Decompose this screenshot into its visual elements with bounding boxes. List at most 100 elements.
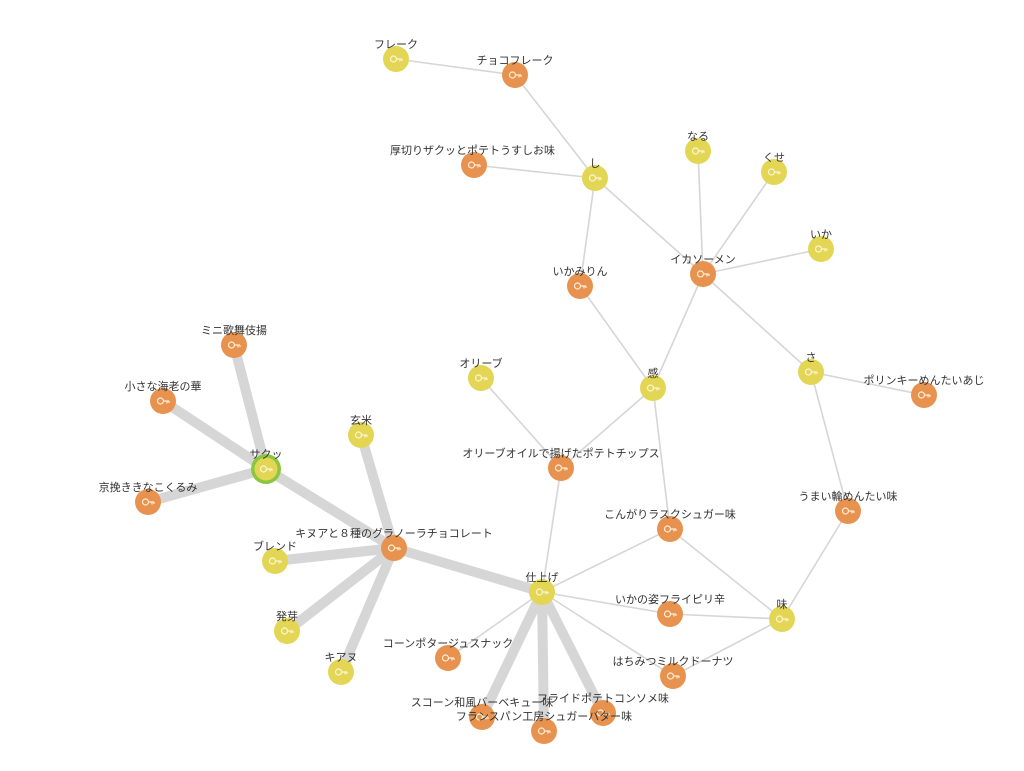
node-label: し: [590, 157, 601, 170]
node-label: 玄米: [350, 413, 372, 427]
edge-kinua-kinua8: [336, 543, 399, 677]
key-icon: [467, 161, 481, 169]
graph-node-kinua[interactable]: キアヌ: [325, 651, 358, 685]
key-icon: [508, 71, 522, 79]
graph-node-porinki[interactable]: ポリンキーめんたいあじ: [864, 374, 985, 408]
edge-ikasoumen-kan: [652, 273, 704, 389]
node-label: チョコフレーク: [477, 54, 554, 67]
key-icon: [156, 397, 170, 405]
key-icon: [646, 384, 660, 392]
graph-node-kyoage[interactable]: 京挽ききなこくるみ: [99, 480, 198, 515]
edge-kyoage-sakku: [143, 464, 271, 507]
edge-konggari-shiage: [541, 528, 671, 593]
node-label: コーンポタージュスナック: [383, 637, 513, 650]
graph-node-konggari[interactable]: こんがりラスクシュガー味: [604, 507, 736, 542]
edge-ikanosugata-aji: [669, 613, 783, 620]
graph-node-shiage[interactable]: 仕上げ: [526, 571, 559, 605]
graph-node-umaiwa[interactable]: うまい輪めんたい味: [799, 489, 898, 524]
node-label: ポリンキーめんたいあじ: [864, 374, 985, 387]
graph-node-ikamirin[interactable]: いかみりん: [553, 265, 608, 299]
edge-sa-porinki: [810, 371, 925, 396]
graph-node-chocoflake[interactable]: チョコフレーク: [477, 54, 554, 88]
node-label: くせ: [763, 151, 785, 164]
graph-node-atsugiri[interactable]: 厚切りザクッとポテトうすしお味: [390, 144, 555, 178]
node-label: ミニ歌舞伎揚: [201, 323, 267, 337]
graph-node-kuse[interactable]: くせ: [761, 151, 787, 185]
key-icon: [387, 544, 401, 552]
edge-shiage-cornpotage: [447, 591, 543, 659]
key-icon: [535, 588, 549, 596]
node-label: うまい輪めんたい味: [799, 489, 898, 503]
graph-node-kinua8[interactable]: キヌアと８種のグラノーラチョコレート: [295, 526, 493, 561]
edge-shiage-hachimitsu: [541, 591, 674, 677]
key-icon: [389, 55, 403, 63]
key-icon: [354, 431, 368, 439]
graph-node-ikasoumen[interactable]: イカソーメン: [670, 253, 736, 287]
edge-ikasoumen-sa: [702, 273, 812, 373]
node-label: サクッ: [250, 448, 283, 461]
edge-flake-chocoflake: [395, 58, 516, 76]
node-label: オリーブ: [459, 356, 502, 370]
edge-umaiwa-aji: [781, 510, 849, 620]
graph-node-hachimitsu[interactable]: はちみつミルクドーナツ: [613, 655, 734, 689]
key-icon: [696, 270, 710, 278]
graph-node-flake[interactable]: フレーク: [374, 38, 418, 72]
graph-node-sakku[interactable]: サクッ: [250, 448, 283, 484]
graph-node-blend[interactable]: ブレンド: [253, 539, 297, 574]
key-icon: [441, 654, 455, 662]
node-label: いか: [810, 228, 832, 241]
node-label: いかみりん: [553, 265, 608, 278]
node-label: 味: [777, 598, 788, 611]
edge-genmai-kinua8: [356, 430, 399, 553]
key-icon: [841, 507, 855, 515]
key-icon: [804, 368, 818, 376]
key-icon: [554, 464, 568, 472]
node-label: キアヌ: [325, 651, 358, 664]
edge-shiage-kinua8: [389, 543, 547, 597]
key-icon: [280, 627, 294, 635]
graph-node-shi[interactable]: し: [582, 157, 608, 191]
graph-node-chiisana[interactable]: 小さな海老の華: [125, 379, 202, 414]
node-label: 厚切りザクッとポテトうすしお味: [390, 144, 555, 157]
graph-node-fried[interactable]: フライドポテトコンソメ味: [537, 692, 669, 726]
key-icon: [767, 168, 781, 176]
graph-node-olivechips[interactable]: オリーブオイルで揚げたポテトチップス: [462, 446, 660, 481]
graph-node-olive[interactable]: オリーブ: [459, 356, 503, 391]
edge-ika-ikasoumen: [702, 248, 822, 275]
graph-node-hatsuga[interactable]: 発芽: [274, 609, 300, 644]
key-icon: [268, 557, 282, 565]
graph-node-naru[interactable]: なる: [685, 130, 711, 164]
node-label: 発芽: [276, 609, 298, 623]
edge-shiage-scone: [477, 587, 547, 722]
edge-kuse-ikasoumen: [702, 171, 775, 275]
key-icon: [663, 610, 677, 618]
key-icon: [691, 147, 705, 155]
graph-node-aji[interactable]: 味: [769, 598, 795, 632]
node-label: 小さな海老の華: [125, 379, 202, 393]
graph-node-minikabuki[interactable]: ミニ歌舞伎揚: [201, 323, 267, 358]
key-icon: [141, 498, 155, 506]
edge-layer: [143, 58, 925, 736]
node-label: 感: [648, 367, 659, 380]
graph-node-scone[interactable]: スコーン和風バーベキュー味: [411, 696, 553, 730]
graph-node-ika[interactable]: いか: [808, 228, 834, 262]
node-label: はちみつミルクドーナツ: [613, 655, 734, 668]
edge-shiage-fried: [537, 587, 608, 718]
key-icon: [259, 465, 273, 473]
graph-node-pankoubou[interactable]: フランスパン工房シュガーバター味: [456, 710, 632, 744]
graph-node-cornpotage[interactable]: コーンポタージュスナック: [383, 637, 513, 671]
edge-naru-ikasoumen: [697, 150, 704, 275]
key-icon: [596, 709, 610, 717]
edge-minikabuki-sakku: [229, 340, 271, 474]
graph-node-sa[interactable]: さ: [798, 351, 824, 385]
edge-atsugiri-shi: [473, 164, 596, 179]
key-icon: [474, 374, 488, 382]
key-icon: [227, 341, 241, 349]
graph-node-ikanosugata[interactable]: いかの姿フライピリ辛: [615, 592, 725, 627]
graph-node-kan[interactable]: 感: [640, 367, 666, 401]
edge-blend-kinua8: [270, 543, 399, 566]
edge-konggari-aji: [669, 528, 783, 620]
graph-node-genmai[interactable]: 玄米: [348, 413, 374, 448]
edge-shiage-ikanosugata: [541, 591, 671, 615]
